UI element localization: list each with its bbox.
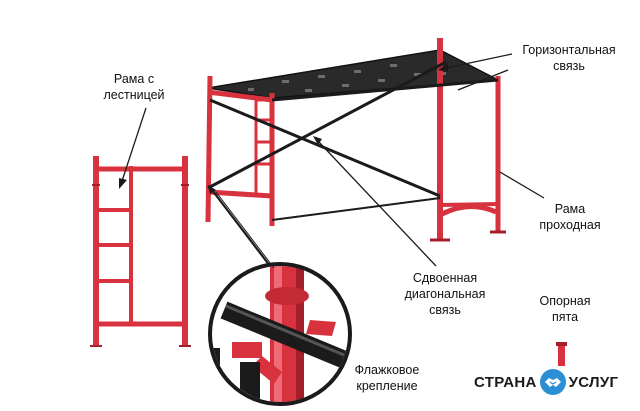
label-line: Рама с — [113, 72, 155, 86]
flag-clamp-detail — [208, 262, 352, 406]
label-support-foot: Опорная пята — [525, 293, 605, 325]
label-walk-frame: Рама проходная — [528, 201, 612, 233]
scaffold-deck — [207, 49, 501, 99]
watermark-logo: СТРАНА УСЛУГ — [474, 368, 618, 396]
label-line: проходная — [539, 218, 601, 232]
walk-frame-front — [430, 38, 506, 242]
label-line: связь — [553, 59, 585, 73]
support-foot-icon — [556, 342, 567, 366]
label-line: Сдвоенная — [412, 271, 478, 285]
watermark-left-text: СТРАНА — [474, 373, 537, 391]
label-line: пята — [551, 310, 579, 324]
watermark-right-text: УСЛУГ — [568, 373, 619, 391]
label-double-diagonal-tie: Сдвоенная диагональная связь — [390, 270, 500, 318]
label-line: Опорная — [539, 294, 591, 308]
label-line: Флажковое — [354, 363, 420, 377]
label-line: Горизонтальная — [522, 43, 616, 57]
ladder-frame-back — [205, 75, 275, 226]
label-frame-with-ladder: Рама с лестницей — [96, 71, 172, 103]
label-line: связь — [429, 303, 461, 317]
label-horizontal-tie: Горизонтальная связь — [504, 42, 634, 74]
label-line: диагональная — [404, 287, 486, 301]
leader-arrowheads — [119, 63, 448, 194]
label-flag-clamp: Флажковое крепление — [344, 362, 430, 394]
label-line: лестницей — [103, 88, 165, 102]
ladder-frame-standalone — [90, 156, 191, 347]
label-line: Рама — [554, 202, 586, 216]
handshake-icon — [539, 369, 566, 395]
label-line: крепление — [356, 379, 418, 393]
leader-lines — [121, 53, 545, 269]
